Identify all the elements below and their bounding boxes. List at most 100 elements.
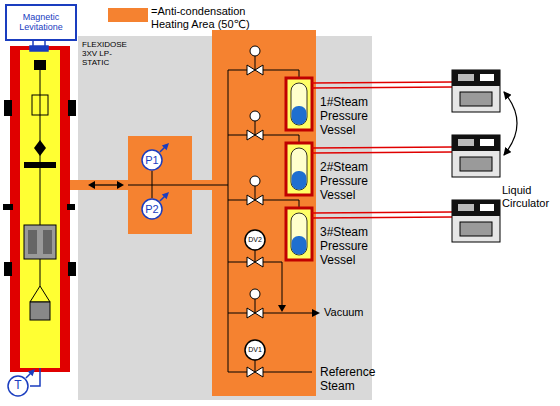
piping	[228, 262, 282, 305]
balance-column	[28, 230, 37, 254]
legend-text: =Anti-condensation Heating Area (50℃)	[151, 5, 269, 30]
dosing-valve-circle	[245, 230, 265, 250]
steam-pressure-vessel	[292, 106, 307, 125]
balance-column	[10, 46, 70, 372]
vessel-label: 2#Steam Pressure Vessel	[320, 161, 382, 202]
vessel-label: 1#Steam Pressure Vessel	[320, 96, 382, 137]
balance-column	[34, 140, 46, 156]
valves	[250, 46, 260, 56]
balance-column	[67, 204, 75, 210]
levitation-box: Magnetic Levitatione	[5, 4, 77, 41]
flow-arrowheads	[278, 305, 286, 312]
heating-area	[212, 30, 316, 396]
balance-column	[4, 100, 12, 116]
piping	[228, 70, 229, 372]
piping	[228, 313, 312, 314]
valves	[247, 299, 263, 318]
port-label: Vacuum	[324, 306, 364, 319]
balance-column	[68, 262, 76, 276]
valves	[250, 289, 260, 299]
circulator-hose	[312, 82, 452, 218]
vessel-label: 3#Steam Pressure Vessel	[320, 226, 382, 267]
liquid-circulators	[452, 70, 500, 112]
pressure-gauge: P1	[141, 149, 163, 171]
steam-pressure-vessel	[292, 236, 307, 255]
valves	[247, 121, 263, 140]
dosing-valve-circle	[245, 340, 265, 360]
circulator-label: Liquid Circulator	[502, 184, 556, 209]
piping	[228, 372, 312, 373]
port-label: Reference Steam	[320, 366, 382, 394]
steam-pressure-vessel	[286, 78, 312, 130]
valves	[247, 248, 263, 267]
heating-enclosure: FLEXIDOSE 3XV LP-STATIC P1P2DV2DV1	[78, 36, 372, 400]
circulator-hose	[312, 87, 452, 88]
steam-pressure-vessel	[292, 171, 307, 190]
steam-pressure-vessel	[286, 78, 312, 260]
valves	[250, 176, 260, 186]
circulation-arrow	[504, 92, 517, 155]
valves	[250, 111, 260, 121]
steam-pressure-vessel	[286, 208, 312, 260]
steam-pressure-vessel	[291, 148, 307, 190]
liquid-circulators	[452, 135, 500, 177]
circulator-hose	[312, 152, 452, 153]
node-text: DV2	[248, 236, 262, 244]
balance-column	[4, 262, 12, 276]
liquid-circulators	[452, 70, 500, 242]
balance-column	[3, 46, 76, 372]
levitation-coupling	[30, 46, 48, 51]
node-text: Magnetic Levitatione	[11, 12, 71, 33]
gauge-pointer-head	[162, 143, 169, 150]
node-text: P2	[145, 203, 158, 216]
balance-column	[43, 230, 52, 254]
pressure-gauge-circle	[142, 199, 162, 219]
balance-column	[24, 225, 56, 259]
steam-pressure-vessel	[291, 213, 307, 255]
connector-line	[152, 171, 153, 198]
balance-column	[32, 95, 48, 115]
flow-arrowheads	[312, 309, 320, 317]
balance-column	[68, 100, 76, 116]
valves	[247, 56, 263, 75]
legend-swatch	[108, 8, 148, 22]
circulator-hose	[312, 147, 452, 148]
pressure-gauge-circle	[142, 150, 162, 170]
circulator-hose	[312, 82, 452, 83]
node-text: P1	[145, 154, 158, 167]
node-text: FLEXIDOSE 3XV LP-STATIC	[82, 40, 132, 68]
gauge-pointer-head	[28, 369, 35, 376]
heating-area	[70, 180, 128, 190]
heating-area	[70, 30, 316, 396]
circulator-hose	[312, 217, 452, 218]
valves	[247, 358, 263, 377]
balance-column	[30, 302, 50, 320]
dosing-valve: DV2	[244, 229, 266, 251]
balance-column	[20, 50, 60, 368]
pressure-gauge: P2	[141, 198, 163, 220]
circulation-arrow	[504, 92, 517, 155]
valves	[247, 186, 263, 205]
steam-pressure-vessel	[286, 143, 312, 195]
dosing-valve: DV1	[244, 339, 266, 361]
levitation-coupling	[30, 41, 48, 51]
circulator-hose	[312, 212, 452, 213]
bidirectional-arrow	[88, 181, 124, 189]
bidirectional-arrow	[95, 184, 117, 185]
balance-column	[3, 204, 13, 210]
gauge-pointer-head	[162, 192, 169, 199]
balance-column	[24, 162, 56, 168]
node-text: DV1	[248, 346, 262, 354]
bidirectional-arrow	[117, 181, 124, 189]
valves	[247, 46, 263, 377]
balance-column	[34, 60, 46, 70]
bidirectional-arrow	[88, 181, 95, 189]
piping	[128, 185, 228, 186]
temperature-sensor: T	[7, 375, 29, 397]
balance-column	[30, 286, 50, 302]
flow-arrowheads	[278, 305, 320, 317]
liquid-circulators	[452, 200, 500, 242]
node-text: T	[14, 379, 21, 393]
temperature-sensor-circle	[8, 376, 28, 396]
